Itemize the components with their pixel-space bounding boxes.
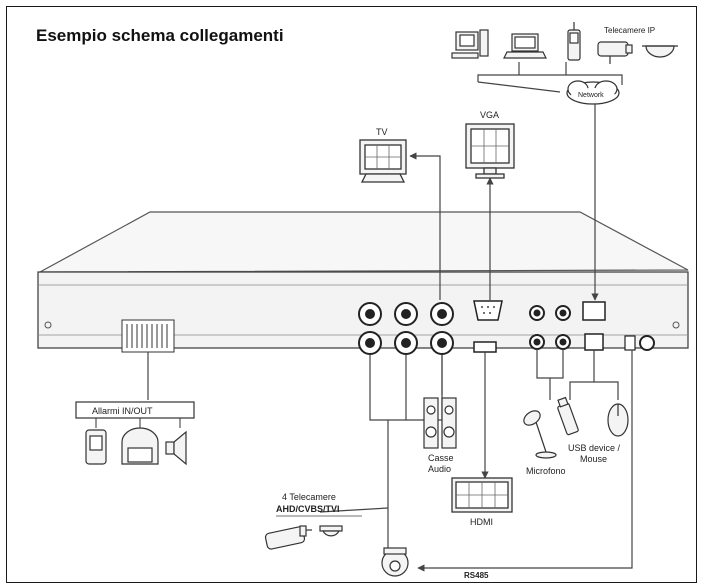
speakers-icon [423, 397, 457, 449]
vga-port [473, 300, 503, 321]
rs485-label: RS485 [464, 571, 489, 580]
alarm-siren-icon [121, 427, 159, 465]
network-cloud-icon [566, 80, 620, 105]
phone-icon [567, 22, 581, 61]
speakers-label-1: Casse [428, 453, 454, 463]
alarm-sensor-icon [85, 429, 107, 465]
speakers-label-2: Audio [428, 464, 451, 474]
vga-monitor-icon [465, 123, 515, 179]
dome-camera-icon [642, 45, 678, 58]
alarm-terminal-block [121, 319, 175, 353]
dome-camera-small-icon [319, 525, 343, 537]
usb-label-1: USB device / [568, 443, 621, 453]
tv-label: TV [376, 127, 388, 137]
connection-lines [147, 62, 633, 572]
diagram-title: Esempio schema collegamenti [36, 26, 284, 45]
speaker-horn-icon [165, 430, 187, 466]
mouse-icon [607, 403, 629, 437]
cameras-label-1: 4 Telecamere [282, 492, 336, 502]
ip-camera-icon [597, 41, 633, 64]
microphone-icon [523, 410, 557, 459]
ip-cameras-label: Telecamere IP [604, 26, 655, 35]
microphone-label: Microfono [526, 466, 566, 476]
bnc-connectors [358, 302, 454, 355]
vga-label: VGA [480, 110, 499, 120]
lan-port [582, 301, 606, 321]
usb-label-2: Mouse [580, 454, 607, 464]
rs485-port [624, 335, 636, 351]
usb-port [584, 333, 604, 351]
power-port [639, 335, 655, 351]
hdmi-monitor-icon [451, 477, 513, 513]
bullet-camera-icon [264, 525, 312, 550]
alarms-box: Allarmi IN/OUT [75, 401, 195, 428]
cameras-label-2: AHD/CVBS/TVI [276, 504, 340, 514]
pc-icon [451, 29, 489, 59]
network-label: Network [578, 92, 604, 99]
usb-stick-icon [557, 396, 579, 436]
tv-icon [359, 139, 407, 183]
laptop-icon [503, 33, 547, 59]
alarms-label: Allarmi IN/OUT [92, 406, 153, 416]
hdmi-port [473, 341, 497, 353]
ptz-camera-icon [381, 547, 409, 577]
hdmi-label: HDMI [470, 517, 493, 527]
